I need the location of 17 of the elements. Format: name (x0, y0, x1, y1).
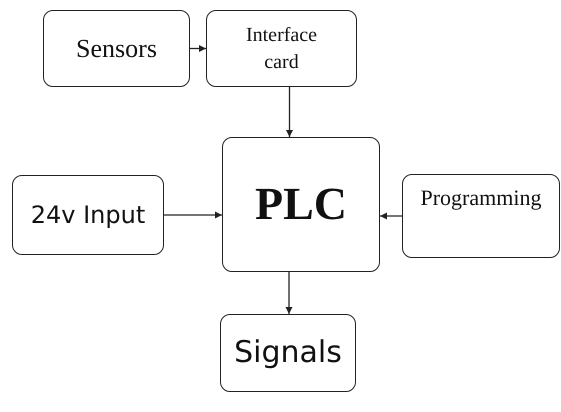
box-label: PLC (255, 177, 347, 232)
process-box (222, 137, 380, 272)
arrow (164, 212, 222, 218)
arrow (380, 212, 402, 220)
box-label: Programming (420, 184, 542, 212)
process-box (43, 10, 190, 87)
box-label: 24v Input (30, 200, 146, 231)
process-box (206, 10, 357, 87)
process-box (220, 314, 356, 392)
process-box (12, 175, 164, 255)
arrow (190, 45, 206, 52)
box-label: Sensors (76, 32, 157, 65)
arrow (286, 272, 292, 314)
arrow (286, 87, 293, 137)
process-box (402, 174, 560, 258)
box-label: Signals (234, 334, 342, 372)
box-label: Interface card (244, 22, 318, 74)
